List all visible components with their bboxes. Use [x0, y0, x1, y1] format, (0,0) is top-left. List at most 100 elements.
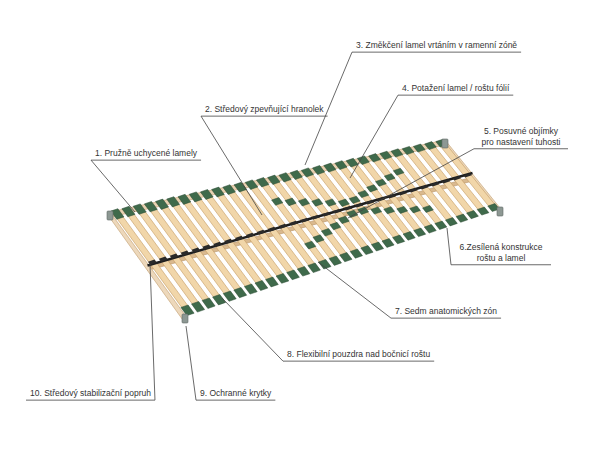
slat-holder: [358, 190, 369, 197]
slat-holder: [144, 202, 157, 212]
leader-line: [222, 298, 283, 361]
strap-clip: [453, 176, 461, 180]
end-rail: [110, 212, 185, 323]
slat-holder: [200, 190, 213, 200]
slat-holder: [312, 199, 323, 207]
leader-line: [186, 326, 196, 400]
strap-clip: [235, 236, 244, 241]
callout-label: 10. Středový stabilizační popruh: [30, 388, 151, 399]
slat-holder: [423, 206, 434, 213]
slat-holder: [346, 158, 358, 167]
slat-holder: [435, 221, 447, 229]
strap-clip: [464, 173, 472, 177]
slat-holder: [371, 207, 382, 214]
callout-label: 5. Posuvné objímky pro nastavení tuhosti: [478, 126, 564, 147]
frame-group: [107, 139, 503, 323]
slat-holder: [340, 253, 352, 262]
slat-holder: [349, 196, 360, 203]
slat-holder: [305, 241, 316, 249]
slat-holder: [384, 174, 395, 181]
slat-holder: [391, 149, 403, 157]
label-underline: [451, 264, 551, 265]
slat-holder: [313, 235, 324, 243]
strap-clip: [431, 182, 439, 186]
slat: [426, 143, 488, 215]
label-underline: [201, 116, 328, 117]
stabilizing-strap: [148, 173, 473, 266]
strap-clip: [202, 245, 211, 250]
slat-holder: [321, 229, 332, 237]
slat-holder: [335, 161, 347, 170]
strap-clip: [333, 209, 341, 214]
strap-clip: [387, 194, 395, 198]
slat-holder: [287, 270, 300, 280]
slat-holder: [122, 206, 135, 217]
slat-holder: [371, 242, 383, 251]
strap-clip: [398, 191, 406, 195]
slat-holder: [393, 235, 405, 244]
strap-clip: [257, 230, 266, 235]
leader-line: [447, 228, 451, 265]
strap-clip: [148, 260, 157, 265]
slat-holder: [324, 163, 336, 172]
strap-clip-group: [148, 173, 472, 265]
slat-holder: [223, 291, 236, 301]
slat-holder: [369, 154, 381, 162]
label-underline: [91, 160, 201, 161]
slat-holder: [298, 198, 309, 206]
strap-clip: [290, 221, 298, 226]
strap-clip: [322, 212, 330, 217]
leader-line: [348, 149, 474, 218]
callout-label: 1. Pružně uchycené lamely: [95, 148, 197, 159]
strap-clip: [355, 203, 363, 208]
strap-clip: [159, 257, 168, 262]
leader-line: [91, 160, 135, 212]
slat-holder: [268, 175, 281, 184]
leader-group: [26, 52, 568, 400]
strap-clip: [300, 218, 308, 223]
callout-label: 8. Flexibilní pouzdra nad bočnicí roštu: [287, 349, 430, 360]
slat-holder: [178, 194, 191, 204]
callout-label: 2. Středový zpevňující hranolek: [205, 104, 324, 115]
slat-holder: [424, 225, 436, 234]
leader-line: [318, 262, 391, 318]
slat-holder: [397, 206, 408, 213]
strap-clip: [224, 239, 233, 244]
slat-holder: [467, 211, 479, 219]
slat-holder: [376, 179, 387, 186]
slat-holder: [338, 216, 349, 223]
strap-clip: [268, 227, 277, 232]
label-underline: [398, 95, 513, 96]
callout-label: 6.Zesílená konstrukce roštu a lamel: [455, 242, 547, 263]
slat-holder: [403, 232, 415, 241]
strap-clip: [246, 233, 255, 238]
slat-holder: [382, 239, 394, 248]
slat-holder: [393, 168, 404, 175]
slat-holder: [456, 214, 468, 222]
leader-line: [150, 264, 155, 400]
slat-holder: [290, 170, 302, 179]
slat-holder: [192, 302, 205, 313]
slat-holder: [308, 263, 321, 273]
strap-clip: [311, 215, 319, 220]
strap-clip: [442, 179, 450, 183]
slat-holder: [156, 199, 169, 209]
slat-holder: [361, 246, 373, 255]
slat-holder: [272, 198, 283, 206]
slat-group: [112, 140, 498, 314]
slat-holder: [244, 284, 257, 294]
end-cap: [107, 211, 113, 220]
leader-line: [350, 95, 398, 178]
slat-holder: [414, 228, 426, 237]
callout-label: 3. Změkčení lamel vrtáním v ramenní zóně: [356, 40, 517, 51]
label-underline: [352, 52, 521, 53]
slat-holder: [189, 192, 202, 202]
strap-clip: [420, 185, 428, 189]
slat-holder: [477, 207, 489, 215]
slat-holder: [285, 198, 296, 206]
label-underline: [196, 400, 275, 401]
slat-holder: [245, 180, 258, 190]
label-underline: [283, 361, 434, 362]
label-underline: [474, 148, 568, 149]
